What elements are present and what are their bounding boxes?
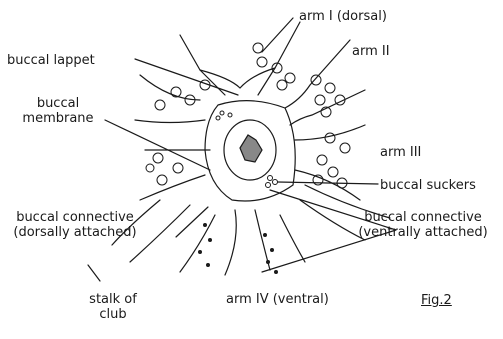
arm-left-lower-outline: [140, 150, 210, 200]
figure-label: Fig.2: [421, 293, 452, 308]
label-connective-dorsal-line2: (dorsally attached): [5, 225, 145, 240]
label-stalk-line1: stalk of: [78, 292, 148, 307]
label-buccal-connective-dorsal: buccal connective (dorsally attached): [5, 210, 145, 240]
leader-arm-I: [262, 18, 293, 52]
label-arm-I: arm I (dorsal): [299, 9, 387, 24]
label-buccal-membrane-line1: buccal: [12, 96, 104, 111]
suckers: [146, 43, 350, 188]
label-arm-II: arm II: [352, 44, 390, 59]
label-buccal-suckers: buccal suckers: [380, 178, 476, 193]
label-buccal-membrane: buccal membrane: [12, 96, 104, 126]
leader-stalk: [88, 265, 100, 281]
label-connective-ventral-line2: (ventrally attached): [348, 225, 498, 240]
label-stalk-of-club: stalk of club: [78, 292, 148, 322]
label-connective-ventral-line1: buccal connective: [348, 210, 498, 225]
leader-connective-dorsal: [176, 207, 208, 237]
arm-IV-suckers: [198, 223, 278, 274]
arm-III-outline: [295, 125, 365, 200]
label-arm-IV: arm IV (ventral): [226, 292, 329, 307]
arm-I-outline: [180, 22, 300, 88]
label-buccal-membrane-line2: membrane: [12, 111, 104, 126]
arm-IV-outline: [180, 210, 305, 275]
beak: [240, 135, 262, 162]
label-connective-dorsal-line1: buccal connective: [5, 210, 145, 225]
label-stalk-line2: club: [78, 307, 148, 322]
label-arm-III: arm III: [380, 145, 421, 160]
label-buccal-connective-ventral: buccal connective (ventrally attached): [348, 210, 498, 240]
label-buccal-lappet: buccal lappet: [7, 53, 95, 68]
